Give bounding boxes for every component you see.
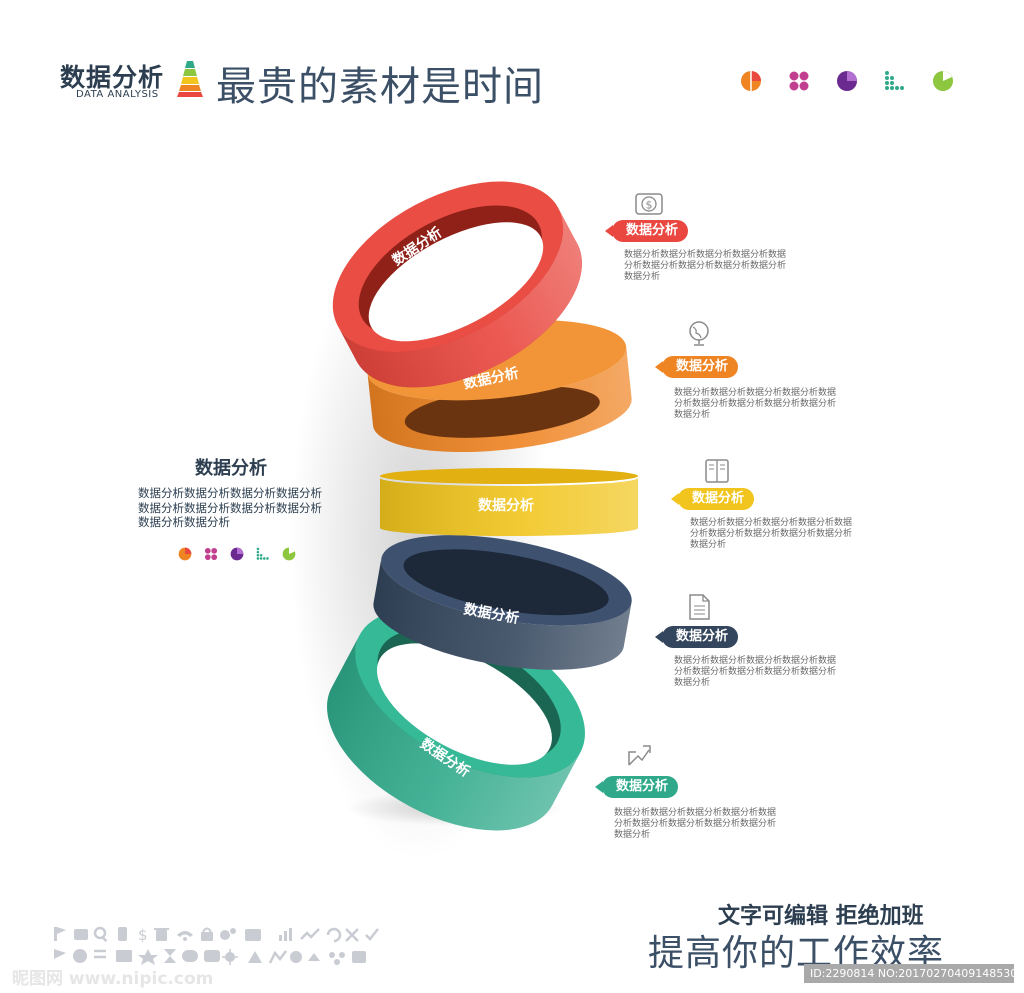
share-arrow-icon xyxy=(628,745,651,766)
bar-dots-icon xyxy=(256,547,269,560)
item-tag-5: 数据分析 xyxy=(595,776,679,798)
decorative-icon-grid: $ xyxy=(54,926,379,965)
header-mini-icons xyxy=(740,70,954,92)
flower-icon xyxy=(204,547,218,561)
ring-navy: 数据分析 xyxy=(373,535,632,670)
item-desc-4: 数据分析数据分析数据分析数据分析数据分析数据分析数据分析数据分析数据分析数据分析 xyxy=(674,656,837,688)
item-desc-2: 数据分析数据分析数据分析数据分析数据分析数据分析数据分析数据分析数据分析数据分析 xyxy=(674,388,837,420)
left-description: 数据分析数据分析数据分析数据分析数据分析数据分析数据分析数据分析数据分析数据分析 xyxy=(138,486,322,529)
ring-yellow: 数据分析 xyxy=(380,468,638,536)
dollar-icon: $ xyxy=(635,193,663,215)
brand-title: 数据分析 xyxy=(60,63,165,92)
editable-tagline: 文字可编辑 拒绝加班 xyxy=(718,904,924,929)
ring-teal: 数据分析 xyxy=(327,609,585,831)
pie-icon xyxy=(178,547,192,561)
document-icon xyxy=(689,594,710,620)
book-icon xyxy=(705,459,729,483)
item-desc-3: 数据分析数据分析数据分析数据分析数据分析数据分析数据分析数据分析数据分析数据分析 xyxy=(690,518,853,550)
headline: 最贵的素材是时间 xyxy=(216,64,544,110)
globe-icon xyxy=(689,321,709,346)
item-tag-1: 数据分析 xyxy=(605,220,689,242)
brand-subtitle: DATA ANALYSIS xyxy=(76,89,159,100)
watermark-site: 昵图网 www.nipic.com xyxy=(12,969,214,989)
flower-icon xyxy=(789,71,809,91)
flag-icon xyxy=(54,927,57,941)
watermark-id: ID:2290814 NO:20170270409148530000 xyxy=(804,964,1014,983)
item-tag-4: 数据分析 xyxy=(655,626,739,648)
item-tag-2: 数据分析 xyxy=(655,356,739,378)
item-tag-3: 数据分析 xyxy=(671,488,755,510)
ring-red: 数据分析 xyxy=(332,181,582,388)
pie-icon xyxy=(741,71,761,91)
item-desc-5: 数据分析数据分析数据分析数据分析数据分析数据分析数据分析数据分析数据分析数据分析 xyxy=(614,808,777,840)
left-mini-icons xyxy=(178,547,296,561)
pie-slice-icon xyxy=(933,71,953,91)
quarter-pie-icon xyxy=(837,71,857,91)
svg-text:$: $ xyxy=(646,199,653,212)
ring-label-yellow: 数据分析 xyxy=(478,497,534,514)
bar-dots-icon xyxy=(885,71,904,90)
item-desc-1: 数据分析数据分析数据分析数据分析数据分析数据分析数据分析数据分析数据分析数据分析 xyxy=(624,250,787,282)
pie-slice-icon xyxy=(282,547,296,561)
left-title: 数据分析 xyxy=(195,458,267,479)
pyramid-icon xyxy=(177,61,203,97)
svg-text:$: $ xyxy=(138,926,148,944)
quarter-pie-icon xyxy=(230,547,244,561)
